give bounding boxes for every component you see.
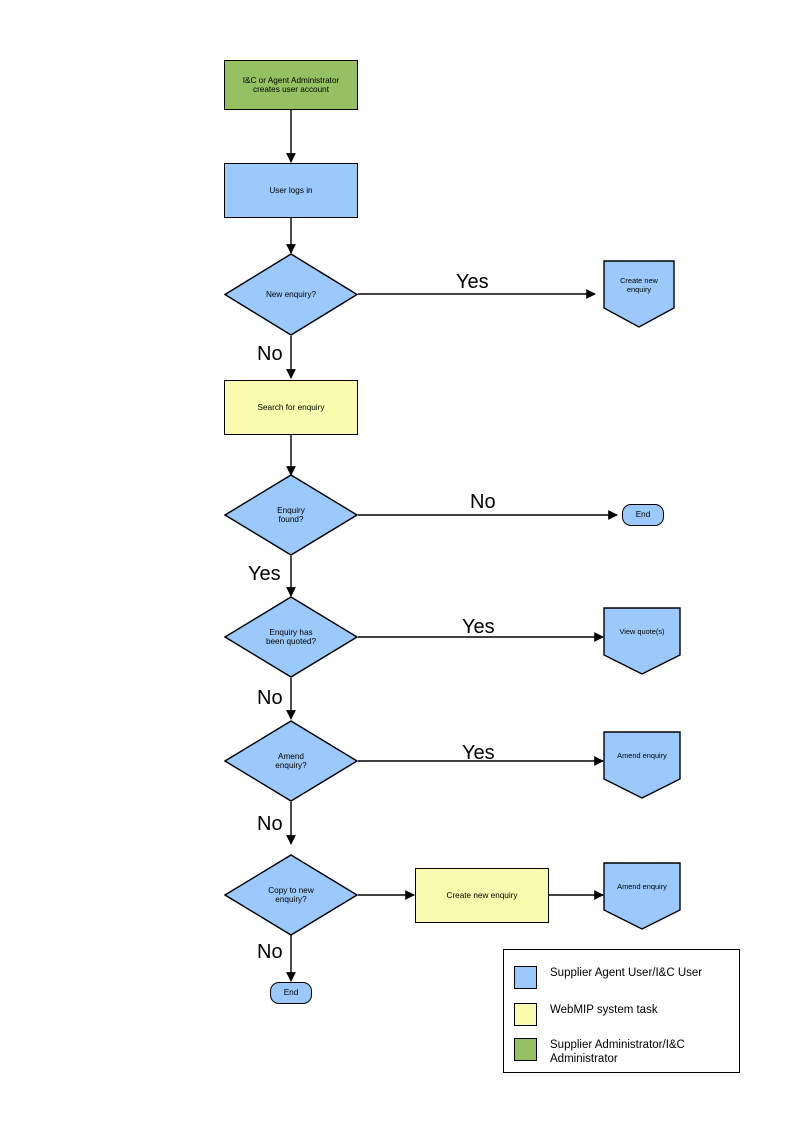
node-label: Amend enquiry <box>617 750 667 760</box>
legend-item-supplier-agent-user: Supplier Agent User/I&C User <box>514 966 702 989</box>
node-enquiry-found-decision[interactable]: Enquiry found? <box>224 474 358 556</box>
edge-label-enquiry-quoted-yes: Yes <box>462 616 495 638</box>
pentagon-shape <box>603 260 675 328</box>
diamond-shape <box>224 253 358 336</box>
diamond-shape <box>224 720 358 802</box>
node-label: Create new enquiry <box>446 890 518 900</box>
edge-label-enquiry-found-no: No <box>470 491 496 513</box>
pentagon-shape <box>603 731 681 799</box>
diamond-shape <box>224 854 358 936</box>
node-enquiry-quoted-decision[interactable]: Enquiry has been quoted? <box>224 596 358 678</box>
edge-label-new-enquiry-yes: Yes <box>456 271 489 293</box>
node-label: I&C or Agent Administrator creates user … <box>242 75 340 94</box>
node-label: Create new enquiry <box>620 276 658 294</box>
edge-label-copy-to-new-enquiry-no: No <box>257 941 283 963</box>
node-end-top[interactable]: End <box>622 504 664 526</box>
node-label: Search for enquiry <box>257 402 325 412</box>
pentagon-shape <box>603 607 681 675</box>
legend-swatch-blue <box>514 966 537 989</box>
node-search-for-enquiry[interactable]: Search for enquiry <box>224 380 358 435</box>
node-label: Enquiry found? <box>277 505 305 524</box>
node-label: End <box>283 988 299 998</box>
node-label: End <box>635 510 651 520</box>
legend-swatch-yellow <box>514 1003 537 1026</box>
edge-label-enquiry-quoted-no: No <box>257 687 283 709</box>
node-end-bottom[interactable]: End <box>270 982 312 1004</box>
node-label: Copy to new enquiry? <box>268 885 314 904</box>
edge-label-new-enquiry-no: No <box>257 343 283 365</box>
node-amend-enquiry-action-2[interactable]: Amend enquiry <box>603 862 681 930</box>
node-new-enquiry-decision[interactable]: New enquiry? <box>224 253 358 336</box>
pentagon-shape <box>603 862 681 930</box>
legend-label: Supplier Agent User/I&C User <box>550 967 703 979</box>
legend: Supplier Agent User/I&C User WebMIP syst… <box>503 949 740 1073</box>
edge-label-amend-enquiry-no: No <box>257 813 283 835</box>
node-label: New enquiry? <box>265 289 317 299</box>
node-amend-enquiry-decision[interactable]: Amend enquiry? <box>224 720 358 802</box>
node-amend-enquiry-action-1[interactable]: Amend enquiry <box>603 731 681 799</box>
edge-label-enquiry-found-yes: Yes <box>248 563 281 585</box>
node-label: Enquiry has been quoted? <box>265 627 317 646</box>
diamond-shape <box>224 474 358 556</box>
node-create-new-enquiry-top[interactable]: Create new enquiry <box>603 260 675 328</box>
node-copy-to-new-enquiry-decision[interactable]: Copy to new enquiry? <box>224 854 358 936</box>
legend-item-webmip-system-task: WebMIP system task <box>514 1003 658 1026</box>
node-view-quotes[interactable]: View quote(s) <box>603 607 681 675</box>
node-label: View quote(s) <box>619 626 665 636</box>
legend-item-supplier-administrator: Supplier Administrator/I&C Administrator <box>514 1038 685 1067</box>
node-user-logs-in[interactable]: User logs in <box>224 163 358 218</box>
legend-label: Supplier Administrator/I&C Administrator <box>550 1039 685 1066</box>
node-admin-creates-account[interactable]: I&C or Agent Administrator creates user … <box>224 60 358 110</box>
node-create-new-enquiry-bottom[interactable]: Create new enquiry <box>415 868 549 923</box>
node-label: Amend enquiry <box>617 881 667 891</box>
legend-label: WebMIP system task <box>550 1004 658 1016</box>
legend-swatch-green <box>514 1038 537 1061</box>
diamond-shape <box>224 596 358 678</box>
node-label: Amend enquiry? <box>275 751 307 770</box>
node-label: User logs in <box>269 185 313 195</box>
edge-label-amend-enquiry-yes: Yes <box>462 742 495 764</box>
